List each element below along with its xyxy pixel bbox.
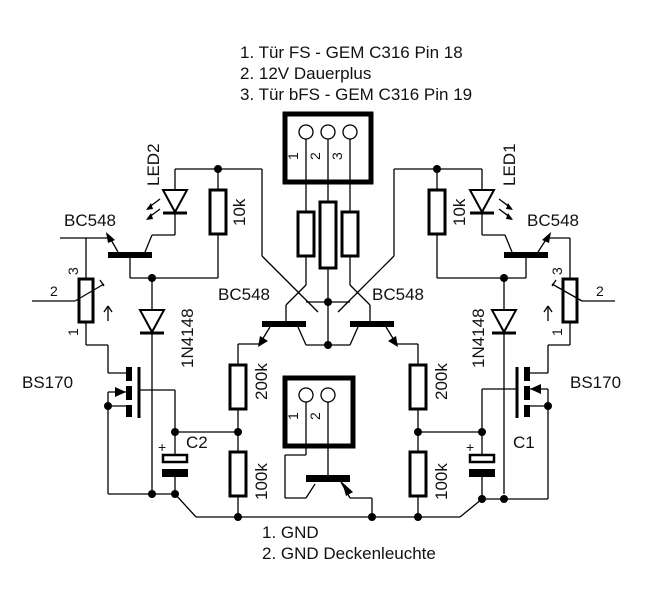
c2-plus: + xyxy=(158,439,166,455)
resistor-pin2 xyxy=(318,200,338,270)
resistor-10k-left xyxy=(208,188,228,236)
resistor-100k-right xyxy=(408,450,428,498)
diode-left-label: 1N4148 xyxy=(178,308,197,368)
bottom-pin-1-label: 1 xyxy=(285,412,301,420)
r-200k-right-label: 200k xyxy=(432,363,451,400)
resistor-pin3 xyxy=(340,210,360,258)
transistor-ground xyxy=(284,454,376,521)
bc548-top-left-label: BC548 xyxy=(64,211,116,230)
r-100k-right-label: 100k xyxy=(432,463,451,500)
c1-label: C1 xyxy=(513,433,535,452)
bottom-note-2: 2. GND Deckenleuchte xyxy=(262,544,436,563)
mosfet-bs170-left xyxy=(86,344,176,494)
bottom-pin-2-label: 2 xyxy=(307,412,323,420)
r-10k-right-label: 10k xyxy=(450,198,469,226)
bc548-mid-right-label: BC548 xyxy=(372,285,424,304)
transistor-bc548-top-right xyxy=(504,232,570,278)
transistor-bc548-mid-left xyxy=(238,305,350,347)
resistor-10k-right xyxy=(427,188,447,236)
top-note-2: 2. 12V Dauerplus xyxy=(240,64,371,83)
potentiometer-right xyxy=(543,238,615,345)
capacitor-c2 xyxy=(161,432,189,494)
led2 xyxy=(146,169,189,236)
resistor-200k-right xyxy=(408,363,428,411)
transistor-bc548-mid-right xyxy=(349,305,418,347)
led2-label: LED2 xyxy=(144,143,163,186)
potentiometer-left xyxy=(32,238,113,345)
led1 xyxy=(468,169,513,236)
top-note-1: 1. Tür FS - GEM C316 Pin 18 xyxy=(240,43,463,62)
r-200k-left-label: 200k xyxy=(252,363,271,400)
capacitor-c1 xyxy=(468,432,496,499)
top-connector: 1 2 3 xyxy=(282,111,374,302)
top-pin-3-label: 3 xyxy=(329,152,345,160)
top-pin-2-label: 2 xyxy=(307,152,323,160)
resistor-100k-left xyxy=(228,450,248,498)
pot-right-pin2: 2 xyxy=(596,283,604,299)
top-pin-1-label: 1 xyxy=(285,152,301,160)
pot-right-pin1: 1 xyxy=(549,328,565,336)
bc548-mid-left-label: BC548 xyxy=(218,285,270,304)
c2-label: C2 xyxy=(186,433,208,452)
c1-plus: + xyxy=(466,439,474,455)
pot-left-pin1: 1 xyxy=(65,328,81,336)
led1-label: LED1 xyxy=(500,143,519,186)
diode-right-label: 1N4148 xyxy=(469,308,488,368)
pot-left-pin3: 3 xyxy=(65,267,81,275)
top-note-3: 3. Tür bFS - GEM C316 Pin 19 xyxy=(240,85,472,104)
mosfet-bs170-right xyxy=(481,344,570,499)
pot-right-pin3: 3 xyxy=(549,267,565,275)
resistor-pin1 xyxy=(296,210,316,258)
bottom-note-1: 1. GND xyxy=(262,523,319,542)
diode-1n4148-left xyxy=(138,309,166,335)
pot-left-pin2: 2 xyxy=(50,283,58,299)
transistor-bc548-top-left xyxy=(60,232,153,278)
bottom-connector: 1 2 xyxy=(282,375,356,475)
r-10k-left-label: 10k xyxy=(230,198,249,226)
r-100k-left-label: 100k xyxy=(252,463,271,500)
resistor-200k-left xyxy=(228,363,248,411)
bs170-left-label: BS170 xyxy=(22,373,73,392)
bc548-top-right-label: BC548 xyxy=(527,211,579,230)
diode-1n4148-right xyxy=(490,309,518,335)
bs170-right-label: BS170 xyxy=(570,373,621,392)
